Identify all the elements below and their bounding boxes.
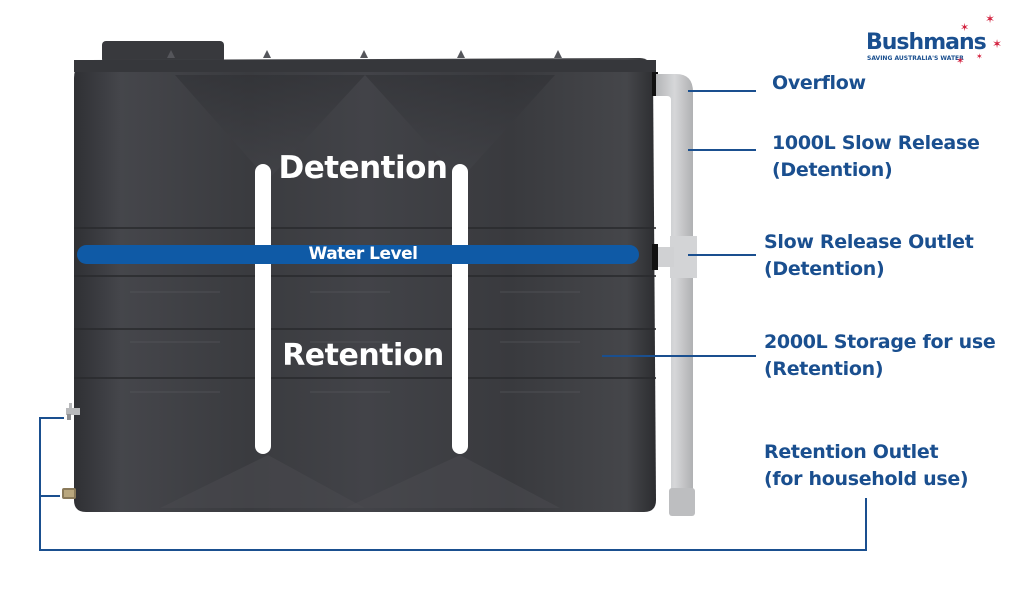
star-icon: ✶ (992, 37, 1003, 51)
water-level-label: Water Level (308, 244, 418, 264)
callout-line: 2000L Storage for use (764, 331, 996, 353)
tank-body (74, 50, 656, 512)
callout-line: 1000L Slow Release (772, 132, 980, 154)
leader-lines (39, 90, 867, 551)
tap-icon (66, 403, 80, 420)
overflow-pipe (652, 72, 697, 516)
bushmans-logo: Bushmans SAVING AUSTRALIA'S WATER (866, 30, 1006, 70)
logo-tagline: SAVING AUSTRALIA'S WATER (867, 55, 964, 62)
retention-zone-label: Retention (282, 338, 444, 373)
callout-line: Slow Release Outlet (764, 231, 974, 253)
star-icon: ✶ (960, 21, 970, 34)
star-icon: ✶ (956, 56, 965, 67)
logo-wordmark: Bushmans (866, 30, 987, 55)
star-icon: ✶ (976, 52, 983, 61)
pipe-end-cap (669, 488, 695, 516)
callout-line: Retention Outlet (764, 441, 939, 463)
callout-line: (Detention) (764, 258, 885, 280)
star-icon: ✶ (985, 12, 996, 26)
callout-line: (Retention) (764, 358, 884, 380)
callout-slow-release: 1000L Slow Release (Detention) (772, 130, 980, 184)
callout-slow-release-outlet: Slow Release Outlet (Detention) (764, 229, 974, 283)
callout-line: (Detention) (772, 159, 893, 181)
tank-slot-left (255, 164, 271, 454)
detention-zone-label: Detention (278, 150, 448, 186)
callout-retention-outlet: Retention Outlet (for household use) (764, 439, 969, 493)
callout-line: Overflow (772, 72, 866, 94)
water-level-bar (77, 245, 639, 264)
outlet-fitting-icon (62, 488, 76, 499)
callout-line: (for household use) (764, 468, 969, 490)
tee-fitting (670, 236, 697, 278)
tank-slot-right (452, 164, 468, 454)
callout-overflow: Overflow (772, 70, 866, 97)
callout-storage: 2000L Storage for use (Retention) (764, 329, 996, 383)
tank-lid (102, 41, 224, 63)
